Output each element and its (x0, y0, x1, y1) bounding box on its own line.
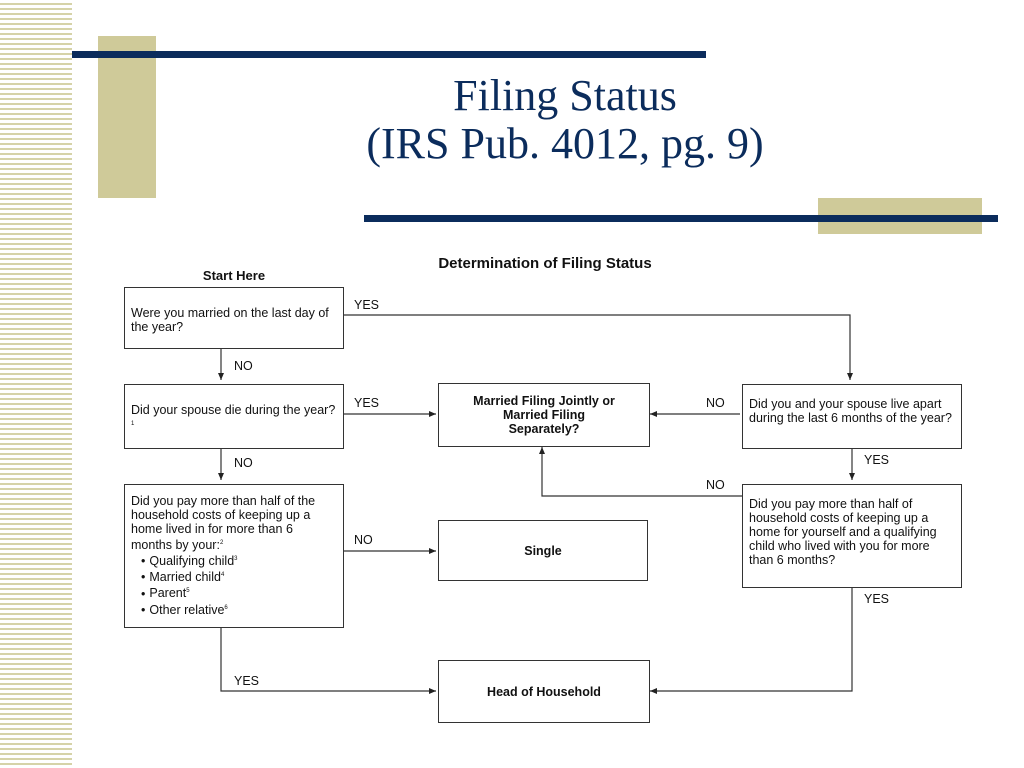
question-live-apart-text: Did you and your spouse live apart durin… (749, 397, 952, 425)
slide-title: Filing Status (IRS Pub. 4012, pg. 9) (200, 72, 930, 168)
result-married-filing-box: Married Filing Jointly or Married Filing… (438, 383, 650, 447)
connector-household-yes (220, 627, 436, 694)
label-died-no: NO (234, 456, 253, 470)
result-head-of-household-box: Head of Household (438, 660, 650, 723)
list-item: Qualifying child3 (149, 552, 337, 568)
slide-title-line1: Filing Status (453, 71, 677, 120)
household-relatives-list: Qualifying child3 Married child4 Parent5… (131, 552, 337, 617)
result-single-text: Single (524, 543, 562, 558)
question-spouse-died-box: Did your spouse die during the year? 1 (124, 384, 344, 449)
question-married-box: Were you married on the last day of the … (124, 287, 344, 349)
decorative-stripe-border (0, 0, 72, 768)
question-household-text: Did you pay more than half of the househ… (131, 494, 316, 553)
start-label: Start Here (202, 268, 266, 283)
question-household-child-text: Did you pay more than half of household … (749, 497, 937, 567)
label-household-no: NO (354, 533, 373, 547)
label-hoh-child-no: NO (706, 478, 725, 492)
footnote-2: 2 (219, 540, 224, 546)
title-bar-bottom (364, 215, 998, 222)
label-married-no: NO (234, 359, 253, 373)
accent-block-top (98, 36, 156, 198)
list-item: Other relative6 (149, 601, 337, 617)
label-apart-no: NO (706, 396, 725, 410)
question-household-child-box: Did you pay more than half of household … (742, 484, 962, 588)
label-died-yes: YES (354, 396, 380, 410)
label-married-yes: YES (354, 298, 380, 312)
title-bar-top (72, 51, 706, 58)
footnote-1: 1 (131, 421, 135, 427)
connector-hoh-child-yes (650, 588, 853, 694)
question-married-text: Were you married on the last day of the … (131, 306, 329, 334)
result-single-box: Single (438, 520, 648, 581)
list-item: Parent5 (149, 584, 337, 601)
result-head-of-household-text: Head of Household (487, 684, 601, 699)
question-household-box: Did you pay more than half of the househ… (124, 484, 344, 628)
question-live-apart-box: Did you and your spouse live apart durin… (742, 384, 962, 449)
connector-hoh-child-no (539, 447, 742, 497)
question-spouse-died-text: Did your spouse die during the year? (131, 403, 336, 417)
label-apart-yes: YES (864, 453, 890, 467)
list-item: Married child4 (149, 568, 337, 584)
label-hoh-child-yes: YES (864, 592, 890, 606)
flowchart-heading: Determination of Filing Status (438, 255, 652, 272)
connector-married-yes (344, 314, 853, 380)
label-household-yes: YES (234, 674, 260, 688)
slide-title-line2: (IRS Pub. 4012, pg. 9) (366, 119, 764, 168)
result-married-filing-text: Married Filing Jointly or Married Filing… (473, 394, 615, 436)
